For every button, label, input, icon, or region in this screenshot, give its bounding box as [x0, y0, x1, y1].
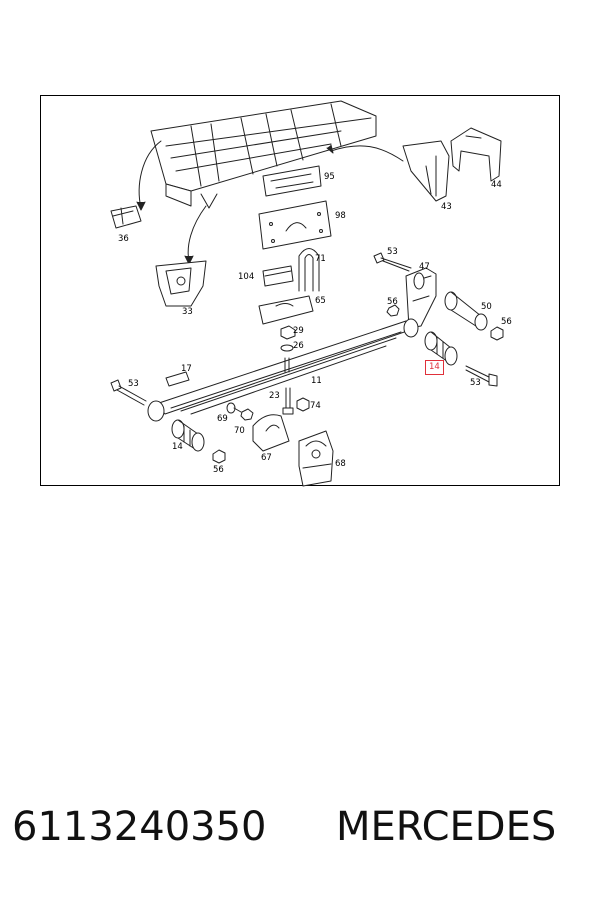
nut-29: [280, 325, 296, 340]
hanger-43: [402, 140, 450, 202]
parts-diagram: 95 98 36 33 104 71 65 29 26 43 44 53 47 …: [40, 95, 560, 487]
bracket-68: [298, 430, 334, 487]
nut-56-bottom: [212, 449, 226, 464]
brand-name: MERCEDES: [336, 804, 557, 850]
label-56-bottom: 56: [213, 465, 224, 475]
label-26: 26: [293, 341, 304, 351]
label-71: 71: [315, 254, 326, 264]
hanger-44: [450, 127, 502, 182]
label-14-left: 14: [172, 442, 183, 452]
diagram-artwork: [110, 100, 504, 487]
label-67: 67: [261, 453, 272, 463]
mount-33: [155, 260, 207, 307]
bolt-53-left: [110, 379, 147, 406]
seat-65: [258, 295, 314, 325]
caption: 6113240350 MERCEDES: [0, 804, 600, 864]
part-number: 6113240350: [12, 804, 267, 850]
label-47: 47: [419, 262, 430, 272]
label-74: 74: [310, 401, 321, 411]
label-53-left: 53: [128, 379, 139, 389]
bolt-23: [282, 387, 294, 415]
label-14-highlighted[interactable]: 14: [425, 360, 444, 375]
nut-56-top: [386, 304, 400, 317]
arrow-to-33: [187, 205, 207, 262]
bolt-53-top: [373, 252, 412, 272]
label-44: 44: [491, 180, 502, 190]
label-23: 23: [269, 391, 280, 401]
bush-14-right: [424, 331, 458, 366]
label-43: 43: [441, 202, 452, 212]
bolt-69: [226, 402, 242, 414]
plate-95: [262, 165, 322, 197]
nut-56-right: [490, 326, 504, 341]
bracket-36: [110, 205, 142, 229]
washer-26: [280, 344, 294, 352]
label-65: 65: [315, 296, 326, 306]
label-53-top: 53: [387, 247, 398, 257]
label-50: 50: [481, 302, 492, 312]
label-33: 33: [182, 307, 193, 317]
pad-104: [262, 265, 294, 287]
leaf-spring-11: [147, 318, 419, 422]
label-36: 36: [118, 234, 129, 244]
chassis-frame: [150, 100, 377, 209]
label-53-right: 53: [470, 378, 481, 388]
arrow-to-43: [330, 145, 404, 162]
label-56-right: 56: [501, 317, 512, 327]
arrow-to-36: [138, 140, 162, 209]
nut-74: [296, 397, 310, 412]
bush-14-left: [171, 419, 205, 452]
bush-50: [444, 291, 488, 331]
label-70: 70: [234, 426, 245, 436]
plate-98: [258, 200, 332, 250]
label-69: 69: [217, 414, 228, 424]
label-98: 98: [335, 211, 346, 221]
bolt-53-right: [465, 365, 498, 387]
label-56-top: 56: [387, 297, 398, 307]
label-11: 11: [311, 376, 322, 386]
ubolt-71: [298, 248, 320, 292]
washer-70: [240, 408, 254, 421]
label-68: 68: [335, 459, 346, 469]
label-29: 29: [293, 326, 304, 336]
label-104: 104: [238, 272, 255, 282]
pad-17: [165, 371, 190, 387]
label-95: 95: [324, 172, 335, 182]
label-17: 17: [181, 364, 192, 374]
block-67: [252, 414, 290, 452]
